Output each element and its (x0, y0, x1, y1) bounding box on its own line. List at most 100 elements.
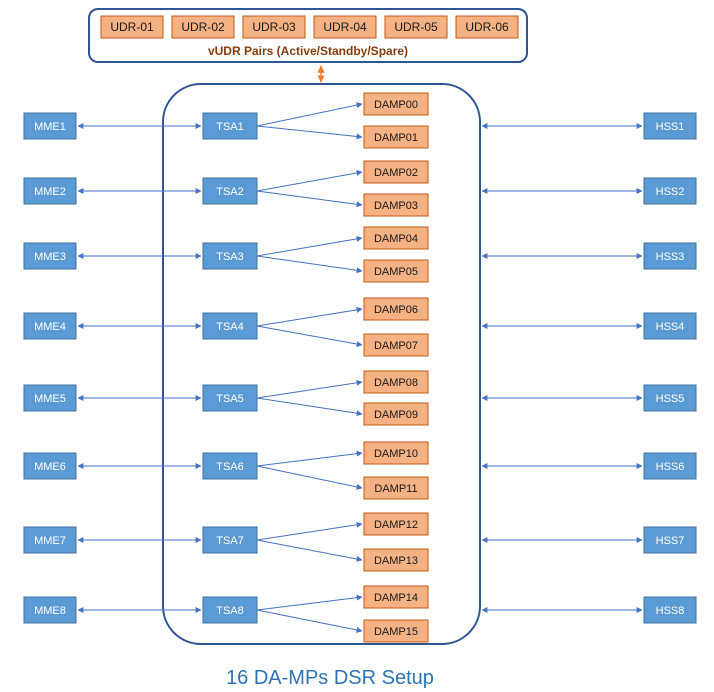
damp-node-label: DAMP02 (374, 167, 418, 179)
hss-node-label: HSS5 (656, 393, 685, 405)
tsa-damp-link (256, 465, 363, 490)
hss-node: HSS4 (643, 312, 697, 340)
damp-node-label: DAMP11 (374, 483, 417, 495)
tsa-damp-link (256, 397, 363, 417)
damp-node-label: DAMP07 (374, 340, 418, 352)
hss-node-label: HSS4 (656, 321, 685, 333)
mme-node: MME2 (23, 177, 77, 205)
tsa-damp-link (256, 325, 363, 347)
damp-node-label: DAMP09 (374, 409, 418, 421)
mme-node: MME8 (23, 596, 77, 624)
mme-node-label: MME4 (34, 321, 66, 333)
damp-node: DAMP05 (363, 259, 429, 283)
tsa-node: TSA6 (202, 452, 258, 480)
mme-node-label: MME1 (34, 121, 66, 133)
udr-item-label: UDR-06 (465, 20, 509, 34)
udr-item-label: UDR-02 (181, 20, 225, 34)
mme-node: MME7 (23, 526, 77, 554)
damp-node: DAMP09 (363, 402, 429, 426)
damp-node: DAMP04 (363, 226, 429, 250)
hss-node: HSS2 (643, 177, 697, 205)
tsa-damp-link (256, 521, 363, 541)
damp-node-label: DAMP06 (374, 304, 418, 316)
udr-item: UDR-02 (171, 15, 235, 39)
udr-items: UDR-01 UDR-02 UDR-03 UDR-04 UDR-05 UDR-06 (100, 15, 519, 39)
damp-node-label: DAMP03 (374, 200, 418, 212)
mme-node: MME4 (23, 312, 77, 340)
udr-item: UDR-04 (313, 15, 377, 39)
udr-item-label: UDR-01 (110, 20, 154, 34)
mme-node-label: MME3 (34, 251, 66, 263)
udr-item: UDR-05 (384, 15, 448, 39)
tsa-damp-link (256, 609, 363, 633)
tsa-node-label: TSA8 (216, 605, 244, 617)
damp-node-label: DAMP04 (374, 233, 418, 245)
hss-node-label: HSS1 (656, 121, 685, 133)
damp-node: DAMP10 (363, 441, 429, 465)
mme-node-label: MME5 (34, 393, 66, 405)
damp-node: DAMP03 (363, 193, 429, 217)
udr-item-label: UDR-05 (394, 20, 438, 34)
mme-node: MME3 (23, 242, 77, 270)
tsa-node: TSA8 (202, 596, 258, 624)
damp-node: DAMP14 (363, 585, 429, 609)
hss-node-label: HSS2 (656, 186, 685, 198)
udr-item-label: UDR-04 (323, 20, 367, 34)
tsa-node-label: TSA1 (216, 121, 244, 133)
tsa-damp-link (256, 170, 363, 192)
hss-node: HSS1 (643, 112, 697, 140)
mme-node: MME5 (23, 384, 77, 412)
tsa-damp-link (256, 379, 363, 399)
tsa-node: TSA5 (202, 384, 258, 412)
tsa-node: TSA2 (202, 177, 258, 205)
mme-node: MME6 (23, 452, 77, 480)
tsa-damp-link (256, 539, 363, 562)
hss-node: HSS5 (643, 384, 697, 412)
damp-node: DAMP02 (363, 160, 429, 184)
damp-node-label: DAMP00 (374, 99, 418, 111)
mme-node-label: MME8 (34, 605, 66, 617)
udr-item: UDR-01 (100, 15, 164, 39)
damp-node-label: DAMP05 (374, 266, 418, 278)
damp-node: DAMP00 (363, 92, 429, 116)
dsr-container (162, 83, 481, 645)
connectors (77, 102, 643, 633)
udr-item: UDR-03 (242, 15, 306, 39)
damp-node-label: DAMP08 (374, 377, 418, 389)
hss-node-label: HSS6 (656, 461, 685, 473)
tsa-node-label: TSA4 (216, 321, 244, 333)
tsa-node: TSA7 (202, 526, 258, 554)
hss-node: HSS6 (643, 452, 697, 480)
tsa-damp-link (256, 190, 363, 208)
damp-node-label: DAMP14 (374, 592, 418, 604)
udr-group-caption: vUDR Pairs (Active/Standby/Spare) (208, 44, 408, 58)
tsa-node: TSA1 (202, 112, 258, 140)
damp-node-label: DAMP12 (374, 519, 418, 531)
tsa-node-label: TSA7 (216, 535, 244, 547)
mme-node-label: MME7 (34, 535, 66, 547)
damp-node: DAMP06 (363, 297, 429, 321)
tsa-damp-link (256, 102, 363, 127)
diagram-title: 16 DA-MPs DSR Setup (226, 667, 434, 689)
damp-node: DAMP13 (363, 548, 429, 572)
tsa-damp-link (256, 450, 363, 467)
damp-node: DAMP12 (363, 512, 429, 536)
tsa-node: TSA4 (202, 312, 258, 340)
hss-node: HSS8 (643, 596, 697, 624)
damp-node: DAMP01 (363, 125, 429, 149)
damp-node-label: DAMP13 (374, 555, 418, 567)
damp-node-label: DAMP15 (374, 626, 418, 638)
mme-node: MME1 (23, 112, 77, 140)
udr-item: UDR-06 (455, 15, 519, 39)
damp-node: DAMP08 (363, 370, 429, 394)
udr-item-label: UDR-03 (252, 20, 296, 34)
tsa-node-label: TSA6 (216, 461, 244, 473)
damp-node-label: DAMP01 (374, 132, 418, 144)
hss-node-label: HSS8 (656, 605, 685, 617)
tsa-damp-link (256, 125, 363, 140)
hss-node-label: HSS3 (656, 251, 685, 263)
damp-node: DAMP11 (363, 476, 429, 500)
tsa-node: TSA3 (202, 242, 258, 270)
